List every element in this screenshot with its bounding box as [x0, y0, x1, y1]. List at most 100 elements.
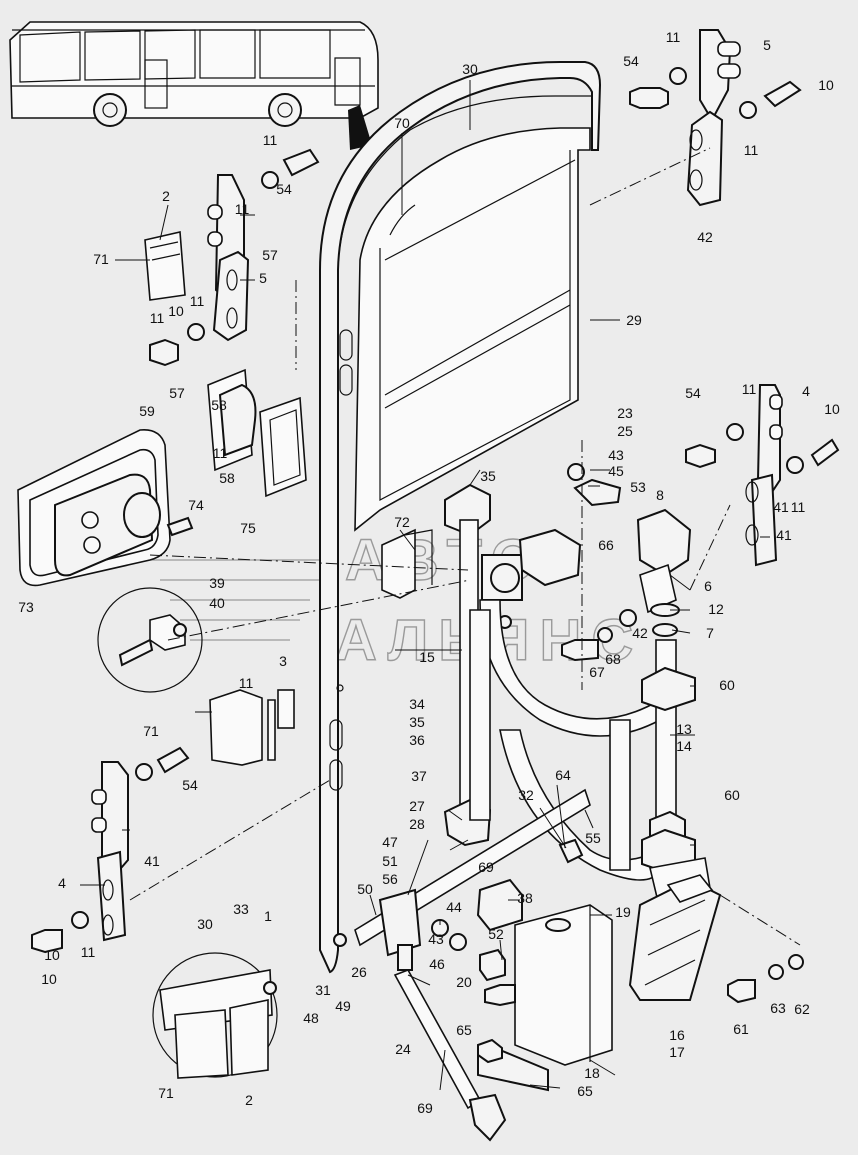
callout-label: 57 — [169, 385, 185, 401]
callout-label: 46 — [429, 956, 445, 972]
callout-label: 11 — [791, 499, 806, 515]
bottom-detail — [152, 952, 278, 1079]
callout-label: 65 — [577, 1083, 593, 1099]
callout-label: 42 — [697, 229, 713, 245]
callout-label: 69 — [478, 859, 494, 875]
callout-label: 26 — [351, 964, 367, 980]
callout-label: 11 — [744, 142, 759, 158]
lock-detail — [97, 587, 203, 693]
callout-label: 49 — [335, 998, 351, 1014]
callout-label: 67 — [589, 664, 605, 680]
callout-label: 11 — [263, 132, 278, 148]
callout-label: 68 — [605, 651, 621, 667]
callout-label: 71 — [158, 1085, 174, 1101]
callout-label: 41 — [773, 499, 789, 515]
bracket-72 — [381, 528, 433, 599]
callout-label: 10 — [818, 77, 834, 93]
callout-label: 5 — [763, 37, 771, 53]
callout-label: 64 — [555, 767, 571, 783]
callout-label: 58 — [219, 470, 235, 486]
callout-label: 54 — [685, 385, 701, 401]
callout-label: 5 — [259, 270, 267, 286]
callout-label: 56 — [382, 871, 398, 887]
callout-label: 47 — [382, 834, 398, 850]
callout-label: 4 — [802, 383, 810, 399]
callout-label: 70 — [394, 115, 410, 131]
callout-label: 59 — [139, 403, 155, 419]
callout-label: 55 — [585, 830, 601, 846]
callout-label: 60 — [719, 677, 735, 693]
callout-label: 40 — [209, 595, 225, 611]
callout-label: 6 — [704, 578, 712, 594]
upper-right-hinge — [629, 29, 802, 207]
callout-label: 53 — [630, 479, 646, 495]
callout-label: 50 — [357, 881, 373, 897]
callout-label: 11 — [239, 675, 254, 691]
callout-label: 11 — [150, 310, 165, 326]
left-hinge — [31, 746, 190, 954]
callout-label: 74 — [188, 497, 204, 513]
callout-label: 65 — [456, 1022, 472, 1038]
callout-label: 43 — [608, 447, 624, 463]
callout-label: 11 — [81, 944, 96, 960]
main-column — [641, 639, 713, 911]
callout-label: 66 — [598, 537, 614, 553]
callout-label: 31 — [315, 982, 331, 998]
callout-label: 30 — [197, 916, 213, 932]
callout-label: 11 — [666, 29, 681, 45]
callout-label: 44 — [446, 899, 462, 915]
callout-label: 18 — [584, 1065, 600, 1081]
callout-label: 23 — [617, 405, 633, 421]
upper-left-hinge — [144, 148, 320, 367]
callout-label: 17 — [669, 1044, 685, 1060]
door-frame — [319, 61, 602, 974]
callout-label: 71 — [93, 251, 109, 267]
callout-label: 14 — [676, 738, 692, 754]
callout-label: 39 — [209, 575, 225, 591]
lock-bracket — [207, 368, 307, 498]
callout-label: 60 — [724, 787, 740, 803]
callout-label: 35 — [409, 714, 425, 730]
callout-label: 58 — [211, 397, 227, 413]
callout-label: 15 — [419, 649, 435, 665]
bus-overview — [9, 21, 379, 150]
callout-label: 54 — [276, 181, 292, 197]
callout-label: 73 — [18, 599, 34, 615]
callout-label: 25 — [617, 423, 633, 439]
callout-label: 69 — [417, 1100, 433, 1116]
callout-label: 54 — [182, 777, 198, 793]
callout-label: 19 — [615, 904, 631, 920]
callout-label: 16 — [669, 1027, 685, 1043]
callout-label: 27 — [409, 798, 425, 814]
callout-label: 62 — [794, 1001, 810, 1017]
callout-label: 71 — [143, 723, 159, 739]
callout-label: 30 — [462, 61, 478, 77]
callout-label: 10 — [44, 947, 60, 963]
callout-label: 3 — [279, 653, 287, 669]
callout-label: 11 — [213, 445, 228, 461]
callout-label: 34 — [409, 696, 425, 712]
callout-label: 35 — [480, 468, 496, 484]
callout-label: 52 — [488, 926, 504, 942]
small-parts-64-65 — [558, 838, 584, 864]
callout-label: 4 — [58, 875, 66, 891]
bottom-assembly — [333, 878, 523, 1142]
callout-label: 20 — [456, 974, 472, 990]
pneumatic-cylinder — [628, 874, 722, 1001]
callout-label: 11 — [190, 293, 205, 309]
handle-assembly — [17, 428, 194, 587]
callout-label: 41 — [776, 527, 792, 543]
column-top — [518, 463, 692, 662]
callout-label: 13 — [676, 721, 692, 737]
callout-label: 10 — [41, 971, 57, 987]
callout-label: 43 — [428, 931, 444, 947]
leader-lines — [80, 80, 770, 1091]
callout-label: 75 — [240, 520, 256, 536]
callout-label: 12 — [708, 601, 724, 617]
callout-label: 57 — [262, 247, 278, 263]
callout-label: 29 — [626, 312, 642, 328]
callout-label: 61 — [733, 1021, 749, 1037]
callout-label: 24 — [395, 1041, 411, 1057]
